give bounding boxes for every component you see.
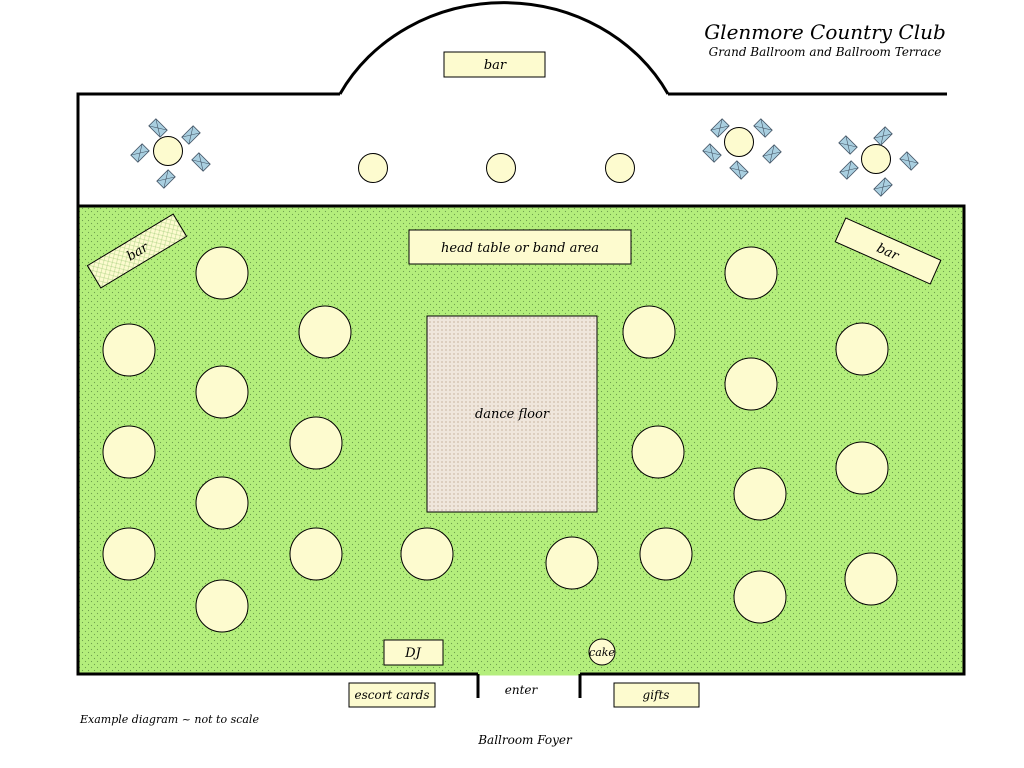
terrace-tables xyxy=(358,153,635,183)
escort-cards-table: escort cards xyxy=(348,682,436,708)
dining-table xyxy=(724,246,778,300)
chair-icon xyxy=(838,135,858,155)
chair-icon xyxy=(181,125,201,145)
chair-icon xyxy=(873,177,893,197)
cake-table: cake xyxy=(588,638,616,666)
venue-title: Glenmore Country Club xyxy=(704,20,946,44)
cake-label: cake xyxy=(589,646,615,659)
dining-table xyxy=(195,246,249,300)
chair-icon xyxy=(753,118,773,138)
dining-table xyxy=(631,425,685,479)
escort-cards-label: escort cards xyxy=(354,688,429,702)
bar-left: bar xyxy=(86,213,188,289)
dining-table xyxy=(102,425,156,479)
terrace xyxy=(76,1,947,205)
dining-table xyxy=(195,476,249,530)
chair-icon xyxy=(191,152,211,172)
cocktail-table-left xyxy=(130,118,211,189)
dining-table xyxy=(195,579,249,633)
terrace-bar-label: bar xyxy=(484,58,507,73)
gifts-table: gifts xyxy=(613,682,700,708)
head-table: head table or band area xyxy=(408,229,632,265)
dining-table xyxy=(639,527,693,581)
dining-table xyxy=(733,467,787,521)
chair-icon xyxy=(156,169,176,189)
terrace-table xyxy=(358,153,388,183)
dining-table xyxy=(733,570,787,624)
chair-icon xyxy=(873,126,893,146)
foyer-label: Ballroom Foyer xyxy=(478,733,572,747)
terrace-table xyxy=(605,153,635,183)
cocktail-table-middle-right xyxy=(702,118,782,180)
dining-table xyxy=(835,322,889,376)
dining-table xyxy=(102,527,156,581)
dining-table xyxy=(102,323,156,377)
cocktail-table-far-right xyxy=(838,126,919,197)
dining-table xyxy=(545,536,599,590)
dining-table xyxy=(835,441,889,495)
chair-icon xyxy=(130,143,150,163)
dj-booth: DJ xyxy=(383,639,444,666)
chair-icon xyxy=(148,118,168,138)
terrace-table xyxy=(486,153,516,183)
dining-table xyxy=(298,305,352,359)
dining-table xyxy=(622,305,676,359)
chair-icon xyxy=(762,144,782,164)
scale-note: Example diagram ~ not to scale xyxy=(80,713,259,726)
terrace-bar: bar xyxy=(443,51,546,78)
dj-label: DJ xyxy=(404,646,421,661)
dance-floor: dance floor xyxy=(426,315,598,513)
gifts-label: gifts xyxy=(643,688,670,702)
chair-icon xyxy=(729,160,749,180)
dining-tables xyxy=(102,246,898,633)
chair-icon xyxy=(839,160,859,180)
chair-icon xyxy=(702,143,722,163)
venue-subtitle: Grand Ballroom and Ballroom Terrace xyxy=(708,45,942,59)
dining-table xyxy=(844,552,898,606)
dining-table xyxy=(195,365,249,419)
dining-table xyxy=(289,416,343,470)
entrance-label: enter xyxy=(505,683,539,697)
dining-table xyxy=(724,357,778,411)
dining-table xyxy=(400,527,454,581)
head-table-label: head table or band area xyxy=(441,241,599,256)
dance-floor-label: dance floor xyxy=(475,407,550,422)
dining-table xyxy=(289,527,343,581)
chair-icon xyxy=(710,118,730,138)
bar-right: bar xyxy=(834,217,942,285)
chair-icon xyxy=(899,151,919,171)
